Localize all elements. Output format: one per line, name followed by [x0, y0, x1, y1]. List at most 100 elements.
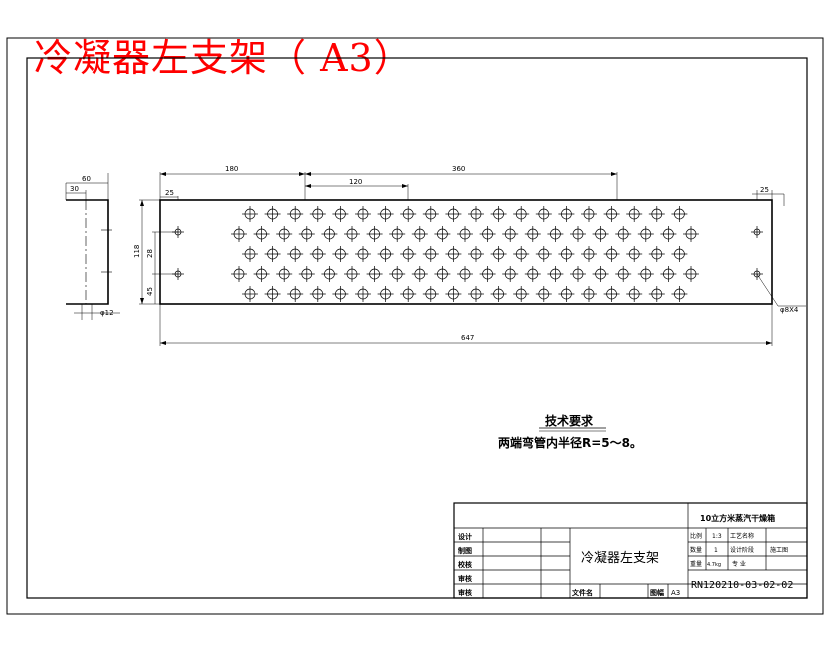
- perforation-hole: [264, 286, 281, 302]
- mount-hole: [751, 226, 763, 238]
- perforation-hole: [457, 226, 473, 242]
- perforation-hole: [344, 226, 360, 242]
- title-block-frame: [453, 502, 808, 599]
- tb-material-label: 工艺名称: [730, 532, 754, 540]
- perforation-hole: [231, 266, 247, 282]
- tb-file-label: 文件名: [572, 588, 593, 597]
- perforation-hole: [502, 266, 519, 282]
- tb-frame-value: A3: [671, 589, 680, 597]
- perforation-hole: [264, 206, 281, 222]
- tb-weight-label: 重量: [690, 560, 702, 568]
- perforation-hole: [648, 246, 665, 262]
- perforation-hole: [479, 266, 496, 282]
- perforation-hole: [547, 226, 564, 242]
- perforation-hole: [253, 266, 270, 282]
- perforation-hole: [287, 286, 304, 302]
- perforation-hole: [309, 286, 326, 302]
- perforation-hole: [637, 226, 654, 242]
- drawing-border: [6, 37, 824, 615]
- perforation-hole: [490, 246, 507, 262]
- dim-side-hole: φ12: [100, 309, 114, 317]
- perforation-hole: [535, 246, 552, 262]
- tb-frame-label: 图幅: [650, 588, 664, 597]
- perforation-hole: [400, 206, 417, 222]
- perforation-hole: [524, 266, 541, 282]
- perforation-hole: [671, 206, 688, 222]
- perforation-hole: [513, 286, 530, 302]
- tb-drawing-no: RN120210-03-02-02: [691, 580, 793, 591]
- perforation-hole: [637, 266, 654, 282]
- perforation-hole: [332, 286, 349, 302]
- perforation-hole: [276, 226, 293, 242]
- perforation-hole: [660, 266, 677, 282]
- perforation-hole: [660, 226, 677, 242]
- dim-height: 118: [133, 245, 141, 258]
- perforation-hole: [377, 206, 394, 222]
- tb-part-name: 冷凝器左支架: [581, 550, 659, 566]
- perforation-hole: [445, 206, 462, 222]
- perforation-hole: [513, 246, 530, 262]
- perforation-hole: [502, 226, 519, 242]
- tb-stage-label: 设计阶段: [730, 546, 754, 554]
- perforation-hole: [615, 226, 632, 242]
- perforation-hole: [321, 226, 338, 242]
- perforation-hole: [422, 246, 439, 262]
- perforation-hole: [287, 246, 304, 262]
- perforation-hole: [434, 226, 451, 242]
- perforation-hole: [411, 266, 428, 282]
- perforation-hole: [615, 266, 632, 282]
- perforation-hole: [581, 286, 597, 302]
- perforation-hole: [603, 206, 620, 222]
- perforation-hole: [389, 226, 406, 242]
- front-plate: [159, 199, 773, 305]
- perforation-hole: [581, 206, 597, 222]
- tb-role-draw: 制图: [458, 546, 472, 555]
- dim-hole-spacing: 28: [146, 249, 154, 258]
- perforation-hole: [648, 286, 665, 302]
- tb-role-check: 校核: [458, 560, 472, 569]
- tb-role-review: 审核: [458, 574, 472, 583]
- perforation-hole: [355, 286, 371, 302]
- perforation-hole: [592, 226, 609, 242]
- perforation-hole: [366, 226, 383, 242]
- perforation-hole: [422, 286, 439, 302]
- perforation-hole: [366, 266, 383, 282]
- perforation-hole: [298, 226, 315, 242]
- perforation-hole: [422, 206, 439, 222]
- perforation-hole: [400, 246, 417, 262]
- dim-pitch-180: 180: [225, 165, 238, 173]
- perforation-hole: [377, 286, 394, 302]
- requirements-heading: 技术要求: [545, 413, 594, 428]
- dim-mount-holes: φ8X4: [780, 306, 799, 314]
- requirements-text: 两端弯管内半径R=5～8。: [498, 435, 642, 450]
- perforation-hole: [603, 246, 620, 262]
- tb-scale-label: 比例: [690, 532, 702, 540]
- perforation-hole: [603, 286, 620, 302]
- perforation-hole: [332, 206, 349, 222]
- perforation-hole: [355, 246, 371, 262]
- perforation-hole: [253, 226, 270, 242]
- perforation-hole: [468, 246, 484, 262]
- perforation-hole: [535, 206, 552, 222]
- dim-pitch-120: 120: [349, 178, 362, 186]
- perforation-hole: [626, 206, 643, 222]
- perforation-hole: [581, 246, 597, 262]
- perforation-hole: [355, 206, 371, 222]
- perforation-hole: [298, 266, 315, 282]
- perforation-hole: [457, 266, 473, 282]
- perforation-hole: [321, 266, 338, 282]
- perforation-hole: [264, 246, 281, 262]
- perforation-hole: [570, 226, 586, 242]
- perforation-hole: [332, 246, 349, 262]
- tb-stage-value: 施工图: [770, 546, 788, 554]
- side-view: [65, 173, 120, 320]
- perforation-hole: [558, 286, 575, 302]
- perforation-hole: [671, 286, 688, 302]
- tb-qty-value: 1: [714, 547, 718, 554]
- perforation-hole: [626, 286, 643, 302]
- perforation-hole: [479, 226, 496, 242]
- dim-side-width: 60: [82, 175, 91, 183]
- perforation-hole: [683, 226, 699, 242]
- dim-bottom-offset: 45: [146, 287, 154, 296]
